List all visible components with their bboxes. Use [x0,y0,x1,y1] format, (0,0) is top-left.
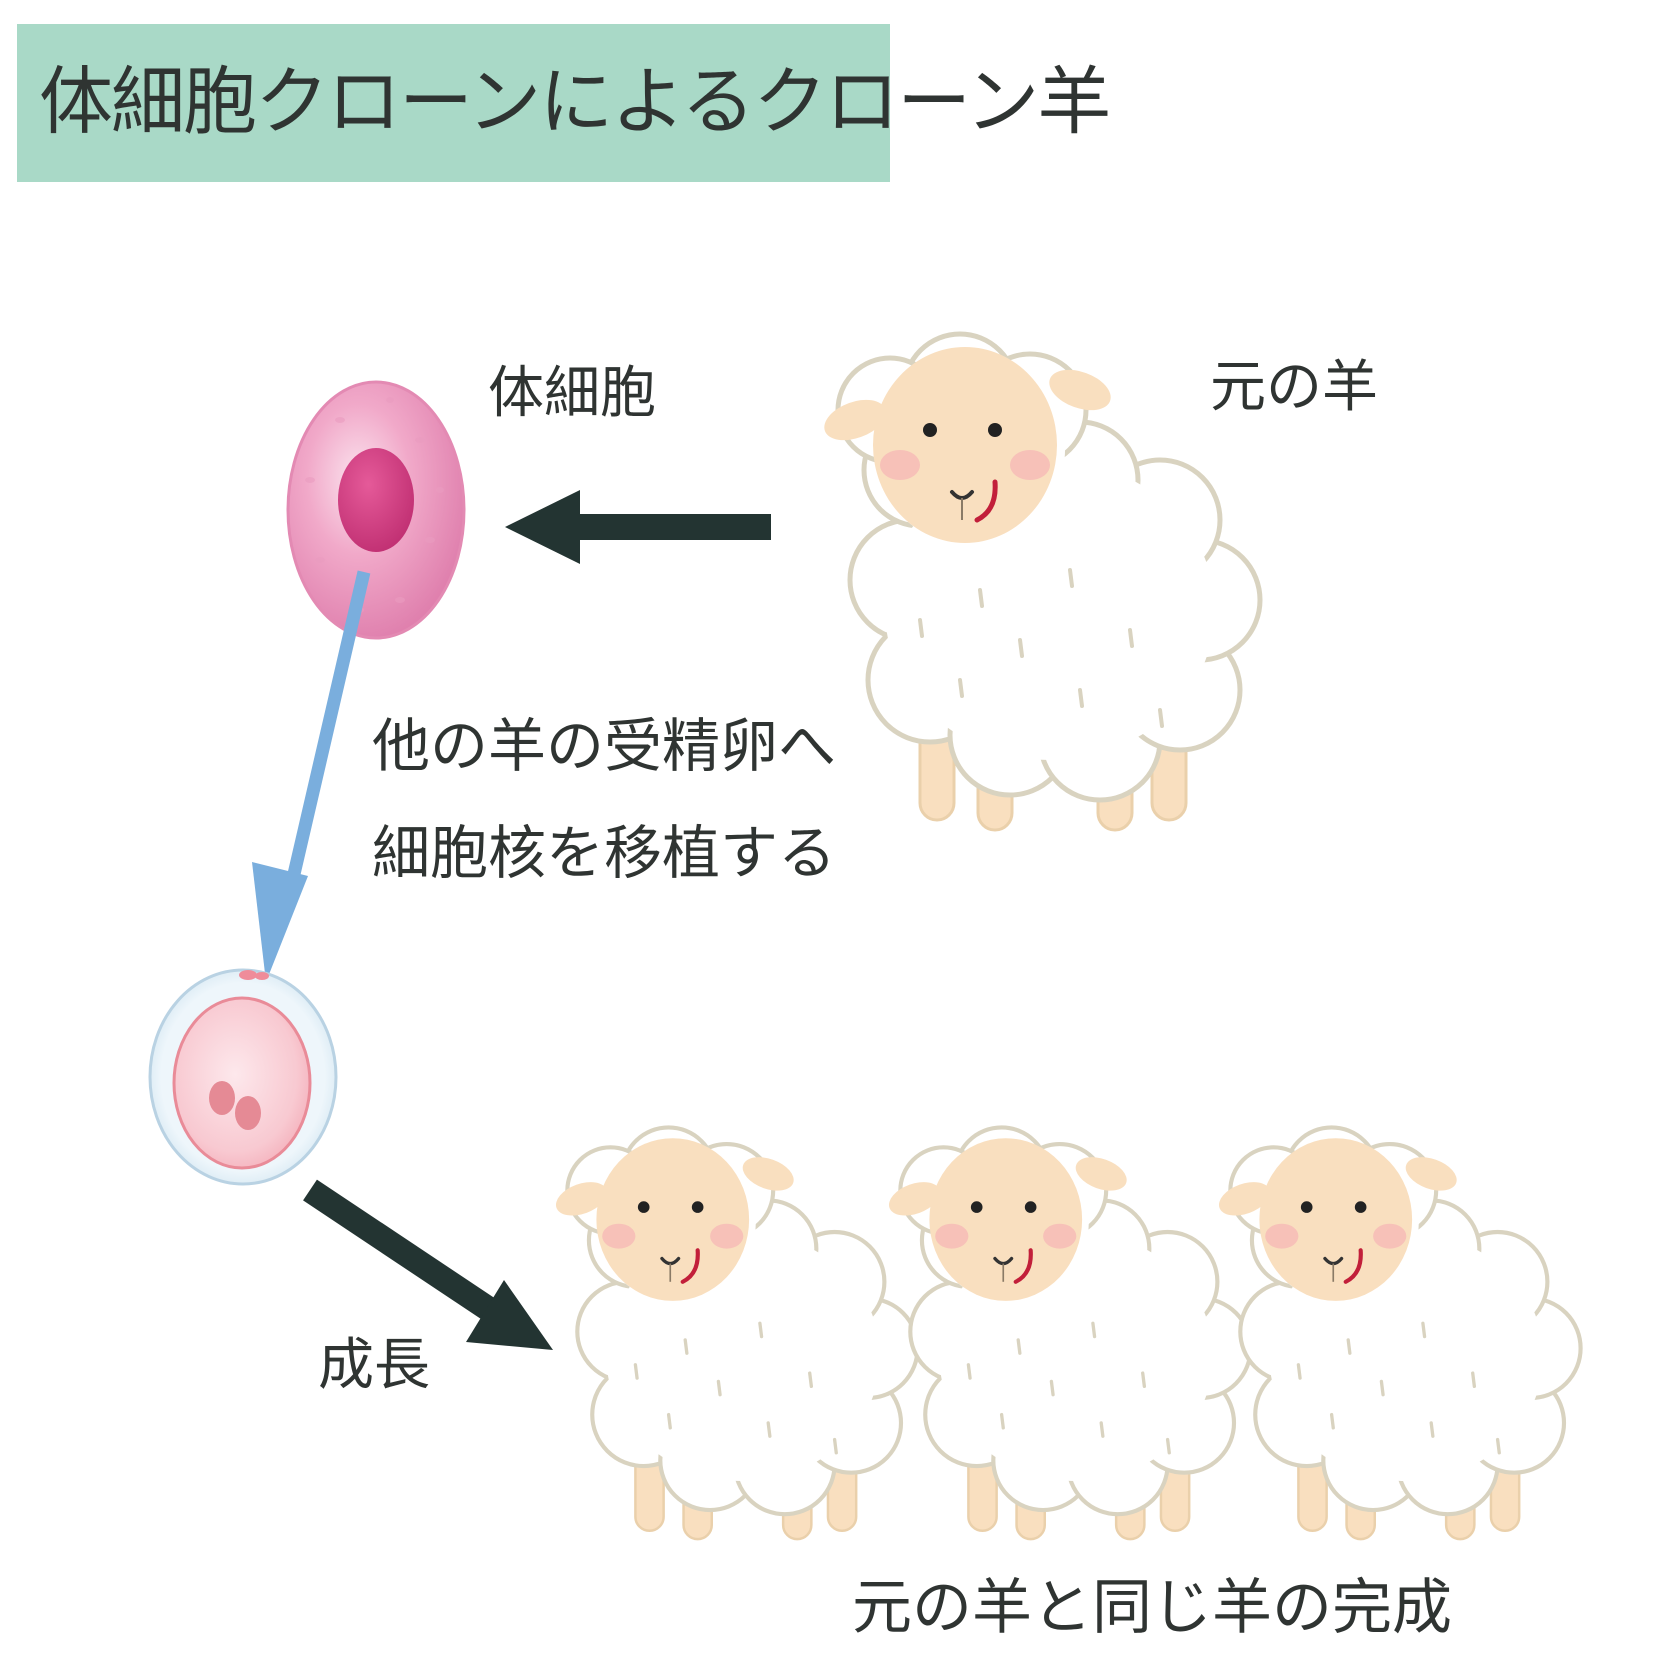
arrow-down-icon [252,570,371,982]
title-banner: 体細胞クローンによるクローン羊 [17,24,1111,182]
somatic-cell-label: 体細胞 [488,361,656,426]
sheep-icon [1214,1127,1580,1539]
sheep-icon [884,1127,1250,1539]
nuclear-transfer-label-line1: 他の羊の受精卵へ [372,712,837,780]
arrow-left-icon [505,490,771,564]
sheep-icon [819,334,1260,830]
fertilized-egg-icon [148,968,338,1186]
result-label: 元の羊と同じ羊の完成 [852,1573,1452,1643]
nuclear-transfer-label-line2: 細胞核を移植する [372,819,837,887]
page-title: 体細胞クローンによるクローン羊 [39,59,1111,145]
sheep-icon [551,1127,917,1539]
original-sheep-label: 元の羊 [1210,355,1378,420]
growth-label: 成長 [318,1333,430,1398]
arrow-down-right-icon [303,1179,553,1350]
somatic-cell-icon [286,380,466,640]
